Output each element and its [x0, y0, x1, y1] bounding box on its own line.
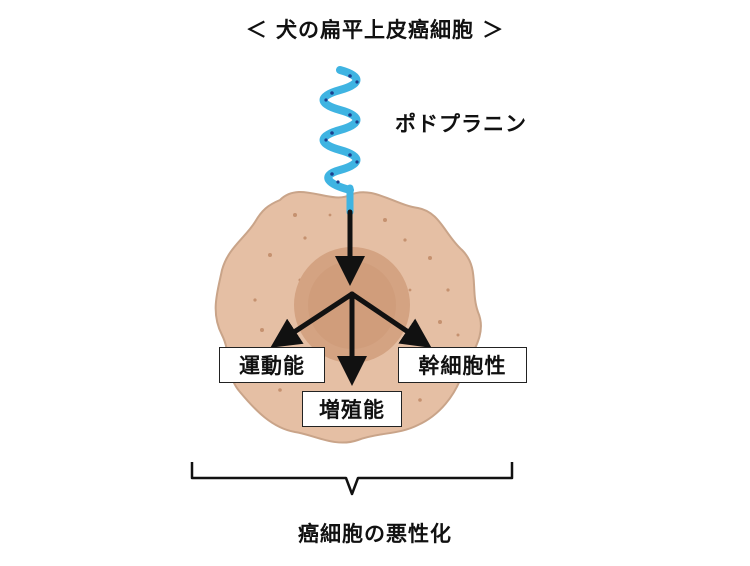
arrow-branch-right	[349, 291, 432, 348]
signal-arrows	[270, 209, 432, 386]
arrow-branch-left	[270, 291, 355, 348]
podoplanin-label: ポドプラニン	[395, 112, 527, 136]
summary-bracket	[190, 462, 514, 496]
effect-proliferation-box: 増殖能	[302, 391, 402, 427]
effect-motility-box: 運動能	[219, 347, 325, 383]
diagram-title: ＜ 犬の扁平上皮癌細胞 ＞	[245, 18, 505, 42]
effect-stemness-box: 幹細胞性	[398, 347, 527, 383]
summary-label: 癌細胞の悪性化	[298, 522, 452, 546]
podoplanin-helix	[319, 66, 361, 216]
